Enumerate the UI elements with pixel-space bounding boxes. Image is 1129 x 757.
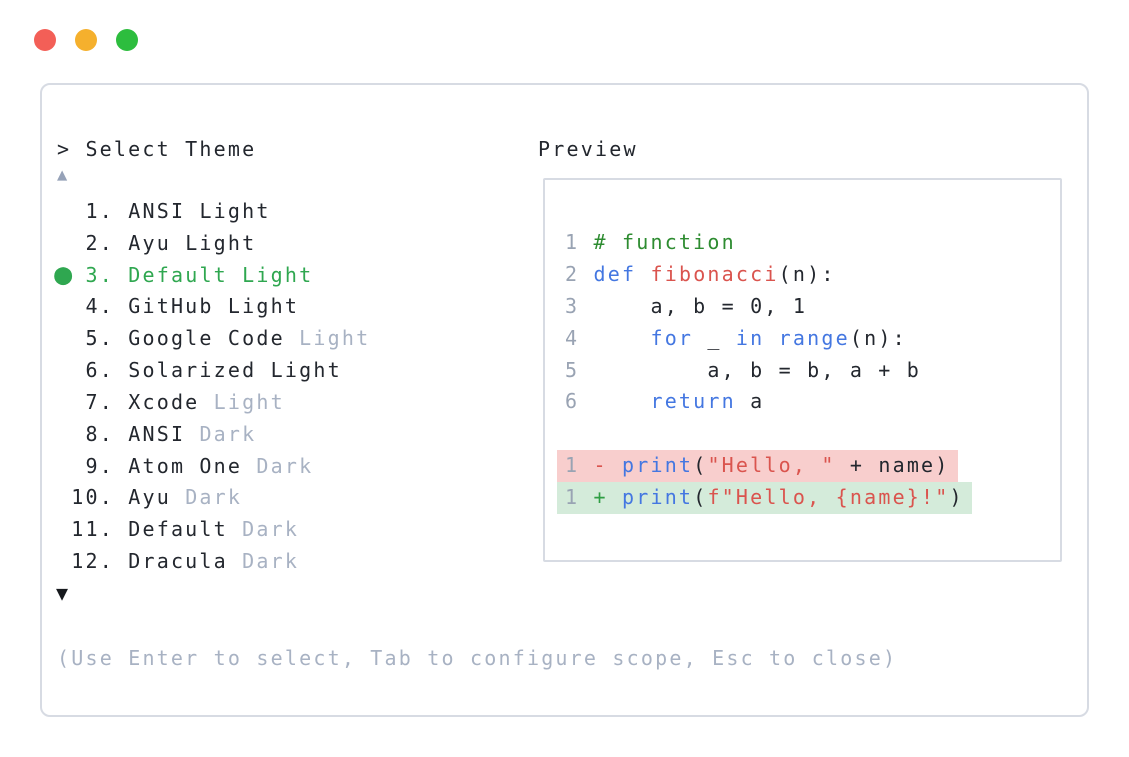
maximize-button[interactable] [116, 29, 138, 51]
close-button[interactable] [34, 29, 56, 51]
theme-list-item[interactable]: 2. Ayu Light [57, 228, 370, 260]
theme-item-variant: Dark [256, 453, 314, 478]
theme-item-name: Atom One [128, 453, 257, 478]
theme-item-variant: Dark [185, 485, 243, 510]
theme-list-item[interactable]: 12. Dracula Dark [57, 546, 370, 578]
line-number: 4 [565, 325, 594, 350]
prompt-symbol: > [57, 137, 72, 161]
scroll-down-icon[interactable]: ▼ [56, 581, 69, 605]
diff-sign: - [593, 453, 622, 478]
theme-item-number: 10. [71, 485, 129, 510]
theme-item-name: Default [128, 517, 243, 542]
line-number: 6 [565, 389, 594, 414]
theme-list-item[interactable]: 6. Solarized Light [57, 355, 370, 387]
diff-highlight: 1 + print(f"Hello, {name}!") [557, 482, 972, 515]
code-spacer-line [565, 418, 972, 450]
line-number: 2 [565, 261, 594, 286]
theme-item-name: Ayu [128, 485, 186, 510]
theme-list-item[interactable]: 9. Atom One Dark [57, 451, 370, 483]
code-line: 6 return a [565, 389, 765, 414]
theme-item-variant: Light [199, 199, 271, 223]
theme-list-item[interactable]: 5. Google Code Light [57, 323, 370, 355]
theme-item-variant: Dark [199, 421, 257, 446]
theme-item-number: 1. [85, 199, 129, 223]
theme-list-item[interactable]: ● 3. Default Light [54, 255, 370, 292]
preview-title: Preview [538, 137, 638, 161]
theme-item-variant: Light [242, 262, 314, 287]
diff-highlight: 1 - print("Hello, " + name) [557, 450, 958, 483]
theme-item-name: GitHub [128, 294, 228, 319]
theme-item-variant: Light [299, 326, 371, 351]
code-line: 1 # function [565, 230, 736, 254]
theme-item-number: 9. [85, 453, 129, 478]
theme-list-item[interactable]: 10. Ayu Dark [57, 482, 370, 514]
theme-item-number: 4. [85, 294, 129, 319]
theme-list-item[interactable]: 8. ANSI Dark [57, 419, 370, 451]
theme-item-variant: Light [185, 230, 257, 255]
theme-item-number: 11. [71, 517, 129, 542]
line-number: 5 [565, 357, 594, 382]
theme-list-item[interactable]: 7. Xcode Light [57, 387, 370, 419]
theme-item-name: Default [128, 262, 243, 287]
line-number: 1 [565, 485, 594, 510]
theme-item-number: 6. [85, 358, 129, 383]
theme-item-number: 7. [85, 389, 129, 414]
theme-list-item[interactable]: 4. GitHub Light [57, 291, 370, 323]
code-line: 2 def fibonacci(n): [565, 261, 836, 286]
theme-item-variant: Dark [242, 517, 300, 542]
theme-item-name: Dracula [128, 549, 243, 574]
theme-item-number: 5. [85, 326, 129, 351]
theme-item-variant: Light [270, 358, 342, 383]
minimize-button[interactable] [75, 29, 97, 51]
line-number: 1 [565, 230, 594, 254]
theme-item-name: Xcode [128, 389, 214, 414]
preview-code: 1 # function 2 def fibonacci(n): 3 a, b = … [557, 227, 972, 515]
code-line: 4 for _ in range(n): [565, 325, 907, 350]
theme-item-name: Google Code [128, 326, 300, 351]
theme-item-number: 8. [85, 421, 129, 446]
theme-item-name: ANSI [128, 421, 200, 446]
theme-item-number: 2. [85, 230, 129, 255]
theme-item-number: 3. [85, 262, 129, 287]
diff-sign: + [593, 485, 622, 510]
theme-item-variant: Light [227, 294, 300, 319]
theme-item-number: 12. [71, 549, 129, 574]
theme-item-variant: Dark [242, 549, 300, 574]
footer-hint: (Use Enter to select, Tab to configure s… [57, 646, 898, 670]
theme-list: 1. ANSI Light 2. Ayu Light● 3. Default L… [54, 196, 370, 578]
diff-removed-line: 1 - print("Hello, " + name) [557, 450, 972, 483]
code-line: 3 a, b = 0, 1 [565, 293, 808, 318]
scroll-up-icon[interactable]: ▲ [57, 165, 68, 185]
prompt-line: > Select Theme [57, 136, 256, 162]
theme-item-variant: Light [213, 389, 285, 414]
theme-list-item[interactable]: 11. Default Dark [57, 514, 370, 546]
line-number: 1 [565, 453, 594, 478]
page-title: Select Theme [85, 137, 257, 161]
diff-added-line: 1 + print(f"Hello, {name}!") [557, 482, 972, 515]
line-number: 3 [565, 293, 594, 318]
theme-item-name: Ayu [128, 230, 186, 255]
theme-item-name: ANSI [128, 199, 200, 223]
theme-list-item[interactable]: 1. ANSI Light [57, 196, 370, 228]
theme-item-name: Solarized [128, 358, 271, 383]
code-line: 5 a, b = b, a + b [565, 357, 922, 382]
selected-dot-icon: ● [54, 255, 76, 292]
